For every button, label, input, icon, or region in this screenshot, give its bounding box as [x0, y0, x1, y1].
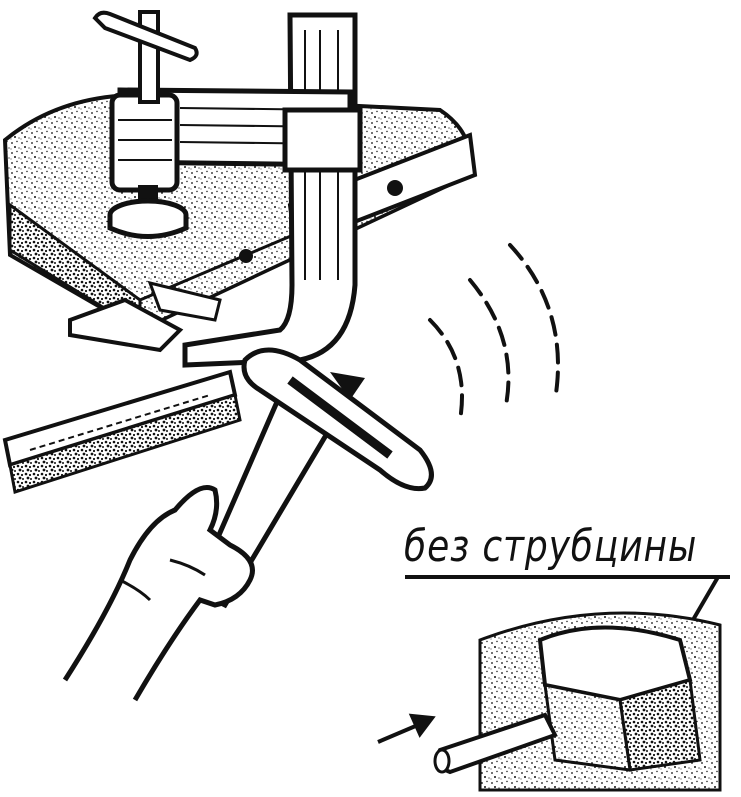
arrow-icon	[377, 713, 436, 744]
bolt-hole	[239, 249, 253, 263]
motion-arcs	[428, 243, 560, 422]
hand	[62, 485, 255, 702]
caption-leader	[405, 575, 730, 627]
workpiece-strip	[2, 369, 242, 494]
support-block	[68, 280, 222, 353]
caption-without-clamp: без струбцины	[404, 521, 698, 572]
inset-no-clamp	[433, 611, 722, 792]
bolt-hole	[387, 180, 403, 196]
